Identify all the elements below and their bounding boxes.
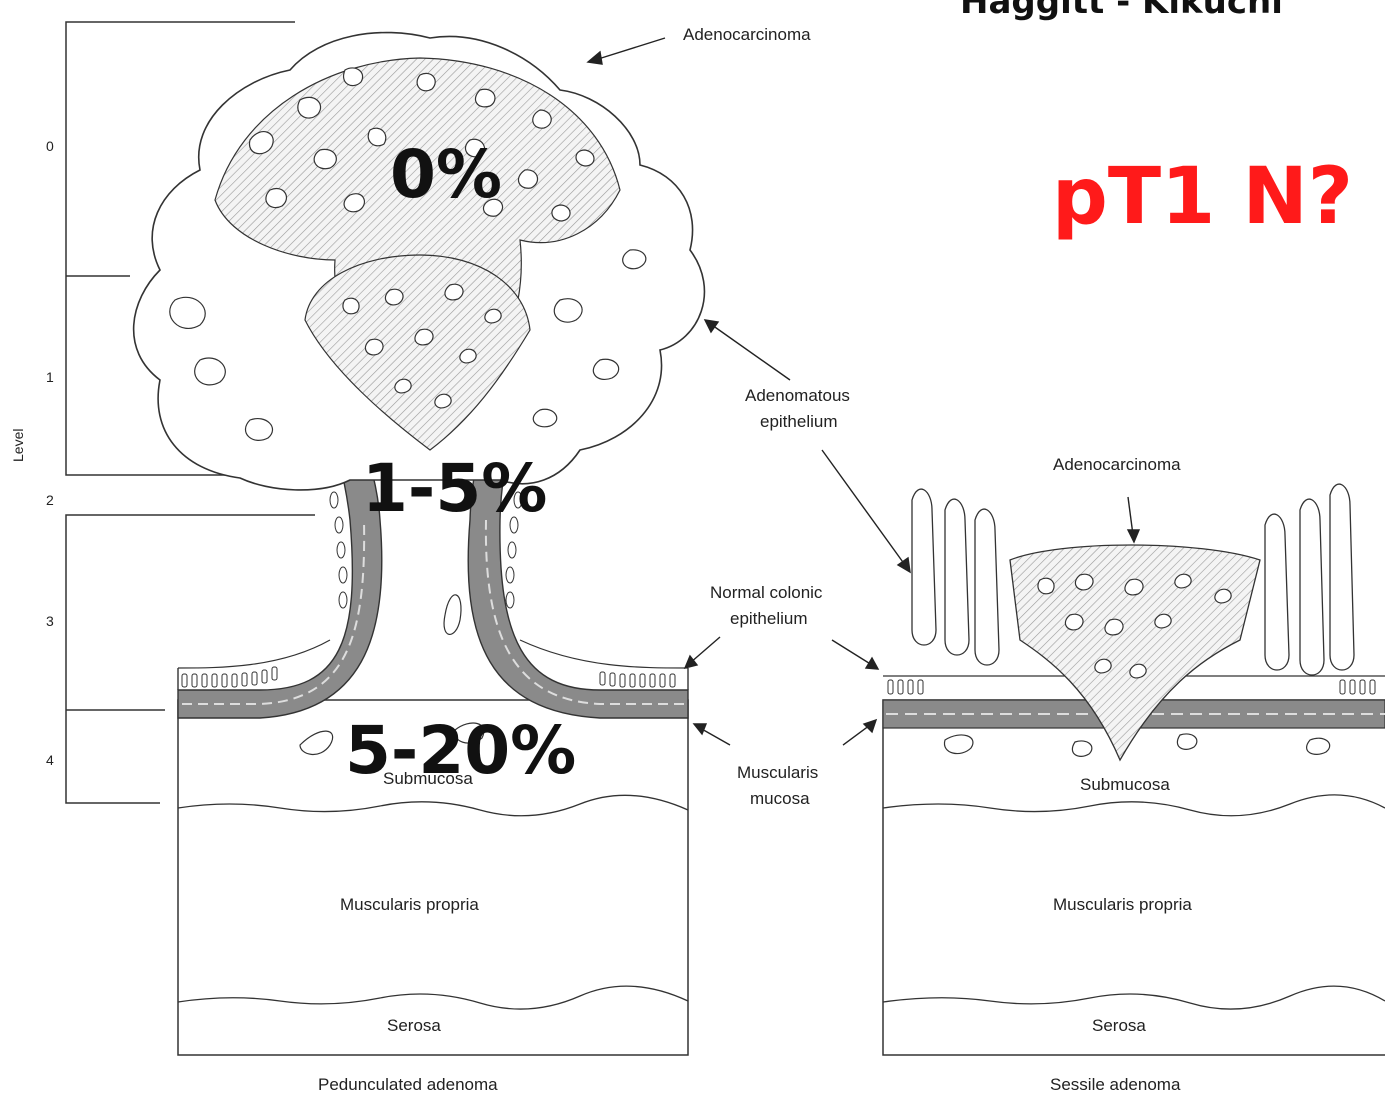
adenomatous-epithelium-label-2: epithelium xyxy=(760,409,838,435)
sessile-wall xyxy=(883,484,1385,1055)
level-2: 2 xyxy=(46,492,54,508)
level-3: 3 xyxy=(46,613,54,629)
risk-level-0: 0% xyxy=(390,136,502,213)
header-title: Haggitt - Kikuchi xyxy=(960,0,1283,22)
ped-serosa-label: Serosa xyxy=(387,1013,441,1039)
ses-caption: Sessile adenoma xyxy=(1050,1072,1180,1098)
muscularis-mucosa-label-1: Muscularis xyxy=(737,760,818,786)
normal-colonic-label-1: Normal colonic xyxy=(710,580,822,606)
ses-serosa-label: Serosa xyxy=(1092,1013,1146,1039)
stage-label: pT1 N? xyxy=(1052,152,1353,242)
adenomatous-epithelium-label-1: Adenomatous xyxy=(745,383,850,409)
ped-adenocarcinoma-label: Adenocarcinoma xyxy=(683,22,811,48)
risk-level-1-2: 1-5% xyxy=(362,450,547,527)
level-1: 1 xyxy=(46,369,54,385)
ses-submucosa-label: Submucosa xyxy=(1080,772,1170,798)
normal-colonic-label-2: epithelium xyxy=(730,606,808,632)
ped-caption: Pedunculated adenoma xyxy=(318,1072,498,1098)
muscularis-mucosa-label-2: mucosa xyxy=(750,786,810,812)
level-0: 0 xyxy=(46,138,54,154)
level-4: 4 xyxy=(46,752,54,768)
ses-adenocarcinoma-label: Adenocarcinoma xyxy=(1053,452,1181,478)
level-axis-label: Level xyxy=(10,429,26,462)
pedunculated-head xyxy=(134,33,705,490)
ped-muscularis-propria-label: Muscularis propria xyxy=(340,892,479,918)
risk-level-3-4: 5-20% xyxy=(345,712,576,789)
ses-muscularis-propria-label: Muscularis propria xyxy=(1053,892,1192,918)
